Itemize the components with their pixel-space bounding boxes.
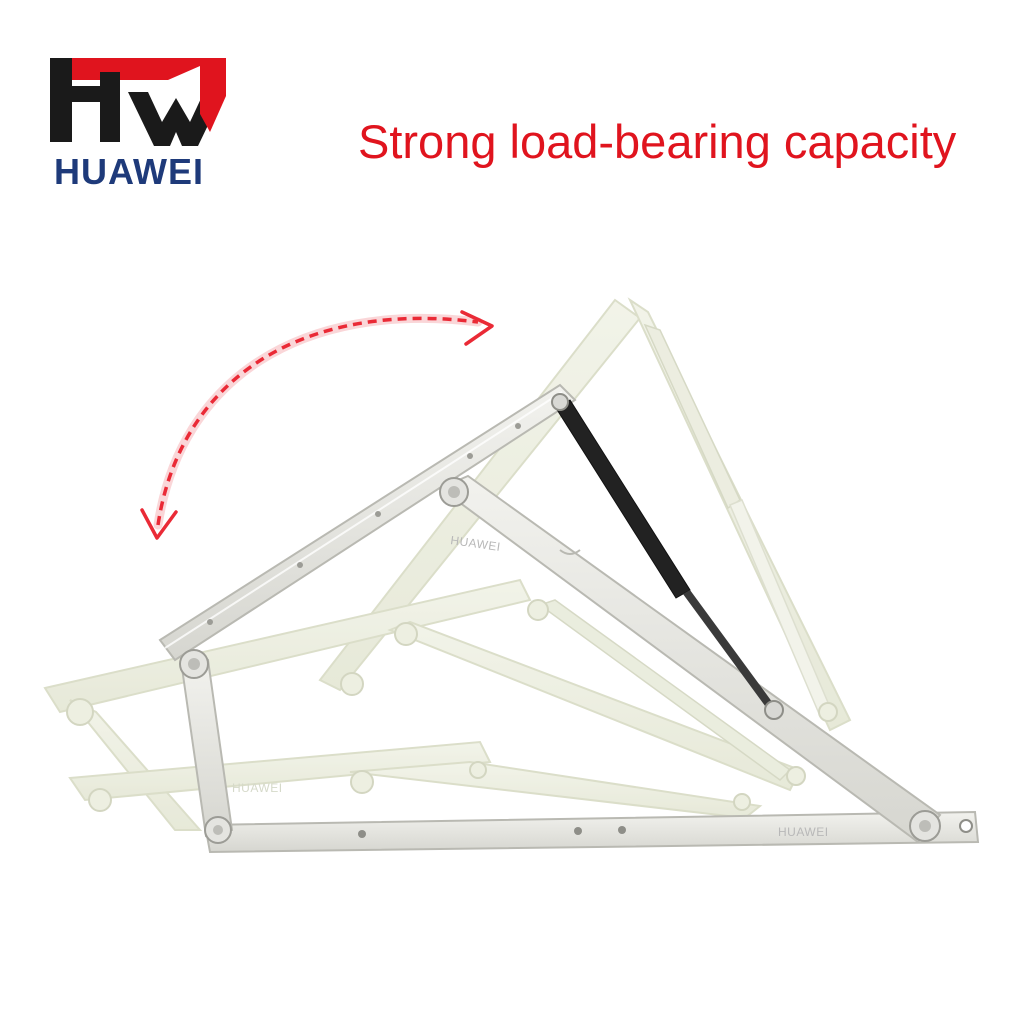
headline: Strong load-bearing capacity <box>358 115 957 168</box>
brand-name: HUAWEI <box>54 151 204 192</box>
arm-mark: HUAWEI <box>232 781 283 795</box>
hw-monogram-icon <box>50 58 226 146</box>
curved-double-arrow-icon <box>140 310 494 540</box>
arm-mark: HUAWEI <box>450 533 502 554</box>
ghost-positions: HUAWEI <box>43 297 852 831</box>
brand-logo: HUAWEI <box>50 52 230 192</box>
hinge-mechanism: HUAWEI HUAWEI <box>158 383 980 854</box>
arm-mark: HUAWEI <box>778 825 829 839</box>
